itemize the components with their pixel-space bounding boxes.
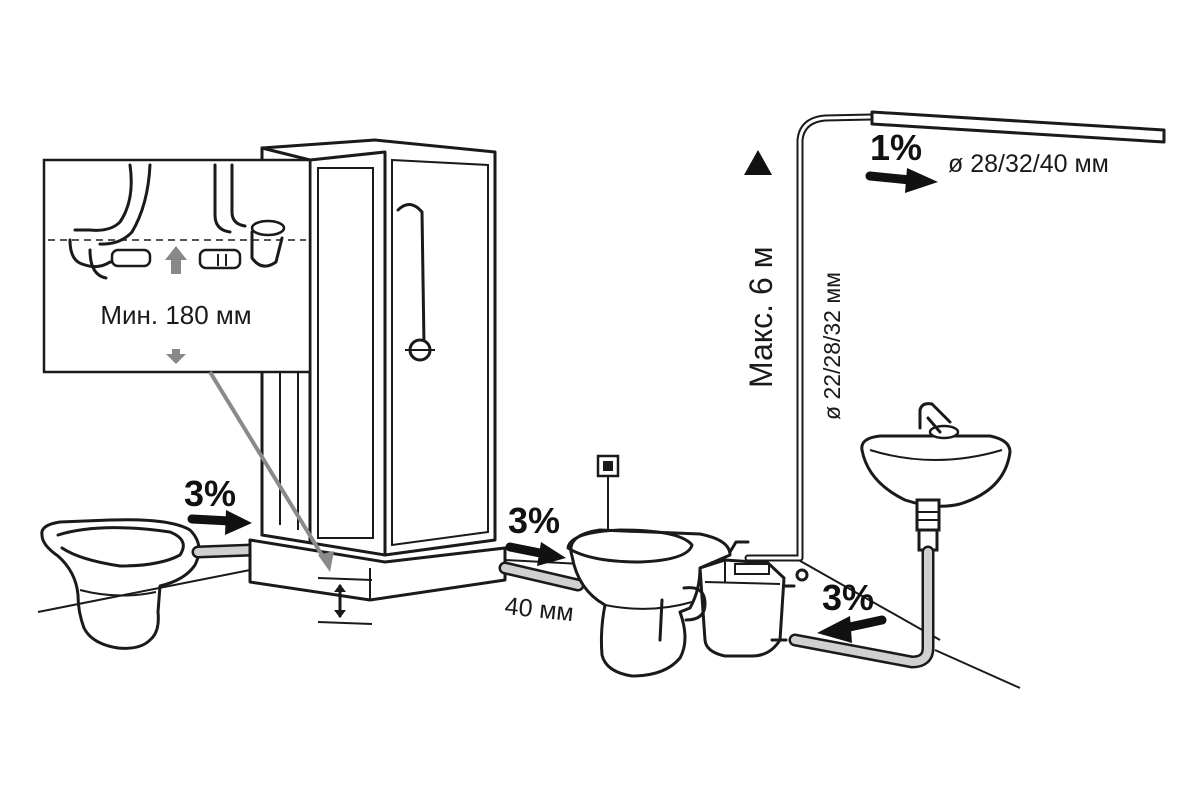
callout-arrow-icon — [318, 551, 334, 572]
slope-top: 1% — [865, 127, 938, 193]
arrow-right-icon — [187, 510, 252, 535]
slope-toilet-pump: 3% — [505, 500, 566, 566]
shower-cabin — [248, 138, 507, 602]
pipe-40mm — [498, 561, 585, 592]
triangle-up-icon — [744, 150, 772, 175]
top-pipe-diameter-label: ø 28/32/40 мм — [948, 150, 1109, 178]
pipe-40-label: 40 мм — [503, 592, 575, 627]
macerator-toilet — [566, 528, 796, 678]
min-height-dimension — [317, 577, 373, 625]
slope-sink-label: 3% — [822, 577, 874, 618]
arrow-down-icon — [166, 349, 186, 364]
arrow-right-icon — [505, 542, 566, 566]
inset-detail: Мин. 180 мм — [42, 158, 312, 374]
slope-left-toilet-label: 3% — [184, 473, 236, 514]
slope-top-label: 1% — [870, 127, 922, 168]
sink-drain-pipe — [788, 545, 935, 669]
riser-pipe — [744, 113, 876, 582]
arrow-right-icon — [865, 168, 938, 193]
arrow-up-icon — [165, 246, 187, 274]
callout-line — [208, 370, 330, 567]
arrow-left-icon — [817, 615, 887, 643]
slope-left-toilet: 3% — [184, 473, 252, 535]
pipe-left-toilet — [191, 543, 259, 559]
left-toilet — [40, 518, 201, 650]
wash-sink — [860, 402, 1012, 552]
power-socket-icon — [596, 454, 620, 540]
top-discharge-pipe — [870, 110, 1166, 144]
max-height-label: Макс. 6 м — [743, 246, 779, 388]
slope-sink: 3% — [817, 577, 887, 643]
min-height-label: Мин. 180 мм — [100, 300, 251, 330]
slope-toilet-pump-label: 3% — [508, 500, 560, 541]
riser-diameter-label: ø 22/28/32 мм — [819, 272, 845, 420]
